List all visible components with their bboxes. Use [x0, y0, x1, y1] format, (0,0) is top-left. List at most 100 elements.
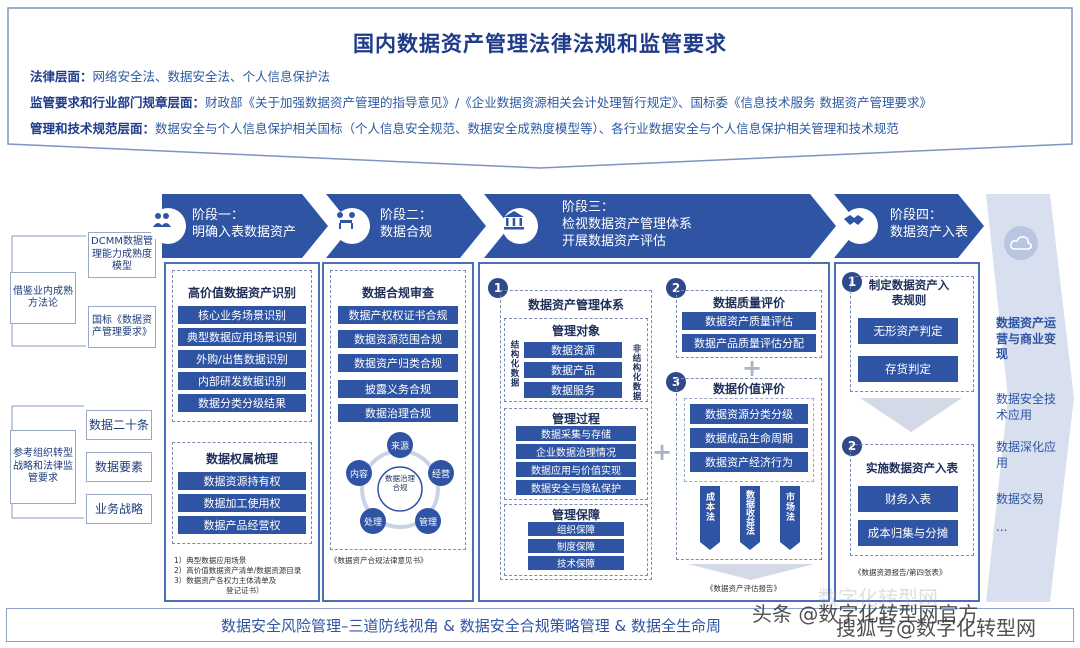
- process-item: 数据采集与存储: [516, 426, 636, 441]
- phase-1-panel: 高价值数据资产识别 核心业务场景识别 典型数据应用场景识别 外购/出售数据识别 …: [164, 262, 320, 602]
- asset-identification-group: [172, 270, 312, 422]
- wheel-node-processing: 处理: [360, 508, 386, 534]
- quality-evaluation-heading: 数据质量评价: [712, 296, 785, 310]
- step-2-badge: 2: [842, 436, 862, 456]
- bank-icon: [502, 208, 538, 244]
- step-1-badge: 1: [842, 272, 862, 292]
- phase-2-title: 阶段二：: [380, 208, 433, 223]
- report-arrow: [688, 564, 814, 580]
- phase-3-title: 阶段三：: [562, 200, 615, 215]
- wheel-node-content: 内容: [346, 460, 372, 486]
- outcome-item: 数据安全技术应用: [996, 392, 1057, 422]
- management-object-group: [504, 318, 648, 402]
- value-item: 数据资源分类分级: [690, 404, 808, 424]
- plus-connector: +: [652, 438, 673, 466]
- management-process-group: [504, 408, 648, 500]
- wheel-center-label: 数据治理合规: [385, 474, 415, 492]
- rule-item: 无形资产判定: [858, 318, 958, 344]
- phase-4-panel: 1 制定数据资产入表规则 无形资产判定 存货判定 2 实施数据资产入表 财务入表…: [834, 262, 980, 602]
- phase-3-arrow: 阶段三：检视数据资产管理体系开展数据资产评估: [484, 194, 836, 258]
- phase-4-arrow: 阶段四：数据资产入表: [834, 194, 984, 258]
- left-connector-lines: [11, 235, 86, 519]
- phase-3-panel: 1 数据资产管理体系 管理对象 结构化数据 非结构化数据 数据资源 数据产品 数…: [478, 262, 830, 602]
- phase-4-title: 阶段四：: [890, 208, 943, 223]
- phase-2-subtitle: 数据合规: [380, 224, 433, 240]
- compliance-item: 数据资源范围合规: [338, 330, 458, 348]
- regulation-level-text: 财政部《关于加强数据资产管理的指导意见》/《企业数据资源相关会计处理暂行规定》、…: [205, 95, 932, 110]
- phase-1-arrow: 阶段一：明确入表数据资产: [150, 194, 328, 258]
- object-item: 数据服务: [524, 382, 622, 398]
- ownership-heading: 数据权属梳理: [205, 452, 278, 466]
- valuation-method-ribbons: [700, 486, 800, 550]
- ownership-item: 数据产品经营权: [178, 516, 306, 534]
- phase-1-note: 登记证书）: [226, 586, 264, 595]
- phase-1-title: 阶段一：: [192, 208, 245, 223]
- watermark-sohu: 搜狐号@数字化转型网: [836, 616, 1036, 640]
- strategy-reference-label: 参考组织转型战略和法律监管要求: [10, 430, 76, 504]
- value-evaluation-group: [676, 378, 822, 560]
- law-level-line: 法律层面：网络安全法、数据安全法、个人信息保护法: [30, 66, 330, 85]
- compliance-item: 数据产权权证书合规: [338, 306, 458, 324]
- market-method-label: 市场法: [784, 492, 794, 522]
- structured-data-label: 结构化数据: [509, 340, 519, 388]
- step-2-badge: 2: [666, 278, 686, 298]
- management-process-heading: 管理过程: [551, 412, 600, 426]
- management-object-heading: 管理对象: [551, 324, 600, 338]
- ownership-item: 数据加工使用权: [178, 494, 306, 512]
- outcome-item: ...: [996, 520, 1008, 534]
- asset-identification-heading: 高价值数据资产识别: [187, 286, 296, 300]
- value-item: 数据资产经济行为: [690, 452, 808, 472]
- data-20-articles-box: 数据二十条: [86, 410, 152, 440]
- national-standard-box: 国标《数据资产管理要求》: [88, 306, 156, 348]
- implementation-group: [850, 444, 974, 556]
- phase-4-subtitle: 数据资产入表: [890, 224, 969, 240]
- standard-level-label: 管理和技术规范层面：: [30, 121, 156, 136]
- rule-item: 存货判定: [858, 356, 958, 382]
- law-level-text: 网络安全法、数据安全法、个人信息保护法: [92, 69, 331, 84]
- phase-3-subtitle-2: 开展数据资产评估: [562, 233, 667, 249]
- regulation-level-label: 监管要求和行业部门规章层面：: [30, 95, 206, 110]
- phase-2-note: 《数据资产合规法律意见书》: [330, 556, 428, 565]
- phase-1-subtitle: 明确入表数据资产: [192, 224, 297, 240]
- phase-1-note: 1）典型数据应用场景: [174, 556, 247, 565]
- compliance-item: 数据治理合规: [338, 404, 458, 422]
- asset-item: 典型数据应用场景识别: [178, 328, 306, 346]
- guarantee-item: 组织保障: [528, 522, 624, 536]
- guarantee-item: 技术保障: [528, 556, 624, 570]
- outcome-chevron: [986, 194, 1074, 602]
- wheel-node-operation: 经营: [428, 460, 454, 486]
- cloud-icon: [1004, 226, 1038, 260]
- regulation-level-line: 监管要求和行业部门规章层面：财政部《关于加强数据资产管理的指导意见》/《企业数据…: [30, 92, 932, 111]
- dcmm-model-box: DCMM数据管理能力成熟度模型: [88, 232, 156, 278]
- management-system-heading: 数据资产管理体系: [527, 298, 624, 312]
- asset-item: 核心业务场景识别: [178, 306, 306, 324]
- banner-frame: [7, 7, 1073, 169]
- phase-4-note: 《数据资源报告/第四张表》: [854, 568, 947, 577]
- standard-level-text: 数据安全与个人信息保护相关国标（个人信息安全规范、数据安全成熟度模型等）、各行业…: [155, 121, 899, 136]
- methodology-label: 借鉴业内成熟方法论: [10, 272, 76, 324]
- process-item: 数据应用与价值实现: [516, 462, 636, 477]
- phase-1-note: 3）数据资产各权力主体清单及: [174, 576, 277, 585]
- value-evaluation-heading: 数据价值评价: [712, 382, 785, 396]
- outcome-item: 数据资产运营与商业变现: [996, 316, 1057, 362]
- step-arrow: [860, 398, 962, 432]
- handshake-icon: [842, 208, 878, 244]
- quality-evaluation-group: [676, 290, 822, 358]
- object-item: 数据产品: [524, 362, 622, 378]
- page-title: 国内数据资产管理法律法规和监管要求: [353, 32, 727, 56]
- compliance-review-heading: 数据合规审查: [361, 286, 434, 300]
- watermark-toutiao: 头条 @数字化转型网官方: [752, 602, 979, 626]
- implementation-item: 成本归集与分摊: [858, 520, 958, 546]
- regulation-banner: 国内数据资产管理法律法规和监管要求 法律层面：网络安全法、数据安全法、个人信息保…: [6, 6, 1074, 171]
- rules-group: [850, 276, 974, 392]
- people-icon: [150, 208, 186, 244]
- phase-2-arrow: 阶段二：数据合规: [326, 194, 486, 258]
- phase-3-subtitle: 检视数据资产管理体系: [562, 216, 693, 232]
- ownership-group: [172, 442, 312, 544]
- value-items-frame: [684, 398, 814, 482]
- law-level-label: 法律层面：: [30, 69, 93, 84]
- management-system-group: [500, 290, 652, 580]
- outcome-column: 数据资产运营与商业变现 数据安全技术应用 数据深化应用 数据交易 ...: [986, 194, 1076, 602]
- wheel-node-source: 来源: [387, 432, 413, 458]
- management-guarantee-group: [504, 504, 648, 576]
